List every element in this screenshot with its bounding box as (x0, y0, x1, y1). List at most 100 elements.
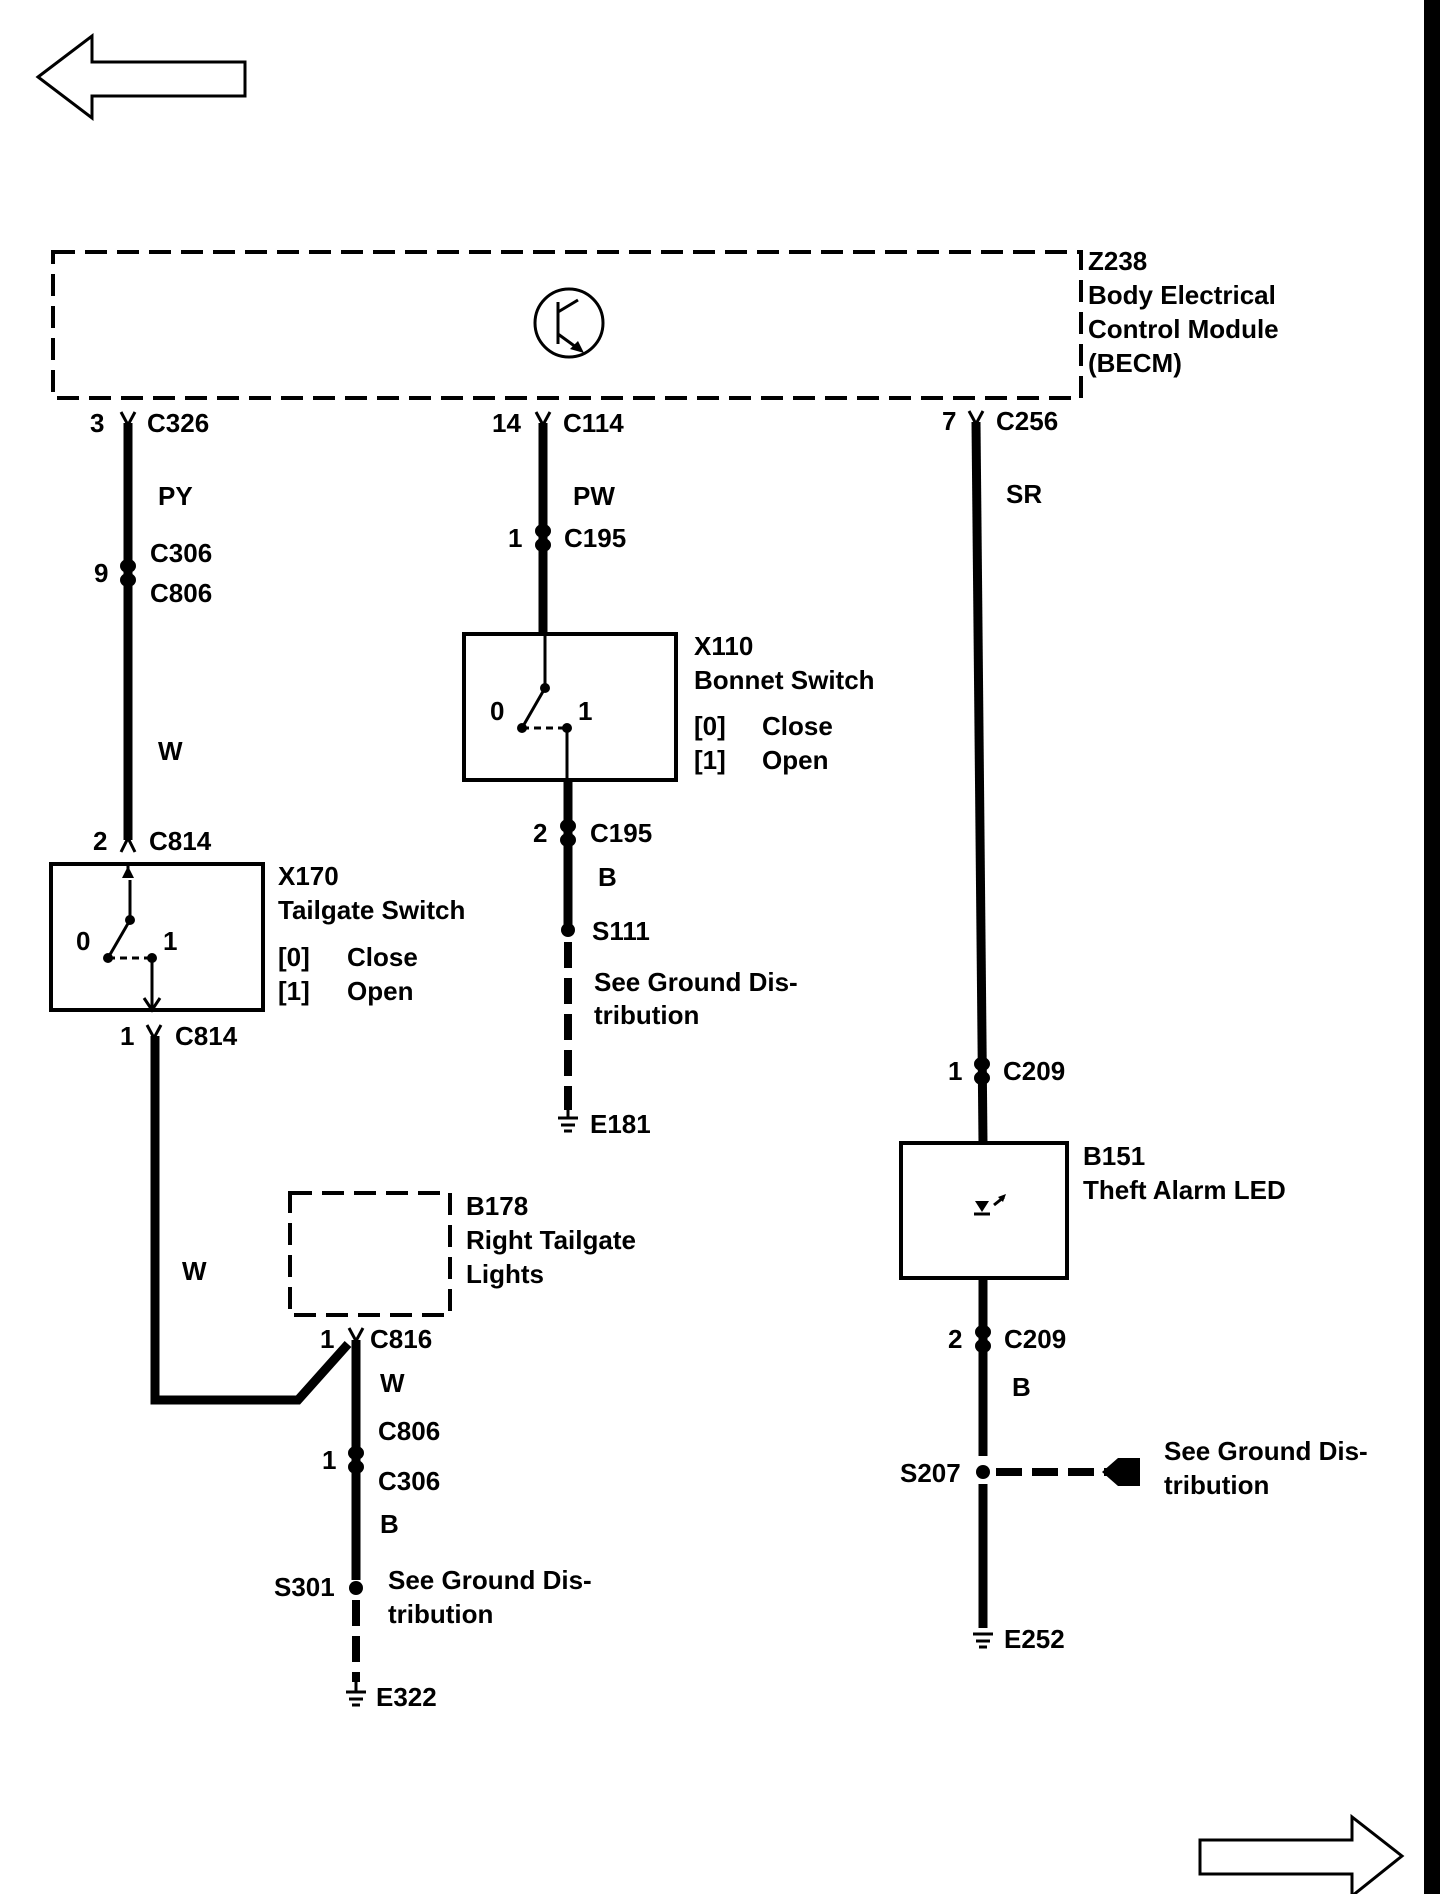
switch-icon (517, 636, 572, 778)
connector-label: C816 (370, 1324, 432, 1354)
wire-color-label: W (182, 1256, 207, 1286)
inline-connector-c306-c806 (120, 559, 136, 587)
connector-label: C814 (149, 826, 212, 856)
pin-label: 2 (93, 826, 107, 856)
splice-label: S111 (592, 916, 650, 946)
ground-note-line2: tribution (1164, 1470, 1269, 1500)
becm-name-line1: Body Electrical (1088, 280, 1276, 310)
pin-label: 2 (533, 818, 547, 848)
connector-label: C114 (563, 408, 624, 438)
switch-position-label: 1 (163, 926, 177, 956)
splice-dot (561, 923, 575, 937)
connector-label: C195 (564, 523, 626, 553)
ground-note-line1: See Ground Dis- (388, 1565, 592, 1595)
tailgate-lights-id: B178 (466, 1191, 528, 1221)
wire-color-label: W (380, 1368, 405, 1398)
pin-label: 1 (120, 1021, 134, 1051)
pin-label: 7 (942, 406, 956, 436)
state-code: [1] (694, 745, 726, 775)
ground-note-line2: tribution (388, 1599, 493, 1629)
ground-note-line2: tribution (594, 1000, 699, 1030)
connector-label: C806 (378, 1416, 440, 1446)
pin-label: 14 (492, 408, 521, 438)
becm-name-line2: Control Module (1088, 314, 1279, 344)
ground-label: E252 (1004, 1624, 1065, 1654)
wire-color-label: SR (1006, 479, 1042, 509)
ground-label: E322 (376, 1682, 437, 1712)
inline-connector-c195 (535, 524, 551, 552)
state-label: Close (762, 711, 833, 741)
connector-label: C209 (1004, 1324, 1066, 1354)
ground-symbol-icon (346, 1682, 366, 1707)
state-code: [1] (278, 976, 310, 1006)
wire-color-label: PW (573, 481, 615, 511)
splice-dot (976, 1465, 990, 1479)
led-icon (974, 1194, 1006, 1216)
theft-led-box (899, 1141, 1069, 1280)
inline-connector-c195-out (560, 819, 576, 847)
pin-label: 1 (508, 523, 522, 553)
state-code: [0] (694, 711, 726, 741)
inline-connector-c806-c306 (348, 1446, 364, 1474)
pin-label: 1 (320, 1324, 334, 1354)
connector-label: C306 (150, 538, 212, 568)
connector-label: C326 (147, 408, 209, 438)
switch-position-label: 0 (76, 926, 90, 956)
pin-label: 1 (322, 1445, 336, 1475)
page-edge-bar (1424, 0, 1440, 1894)
state-label: Open (347, 976, 413, 1006)
ground-symbol-icon (558, 1108, 578, 1133)
connector-label: C209 (1003, 1056, 1065, 1086)
splice-label: S207 (900, 1458, 961, 1488)
connector-label: C306 (378, 1466, 440, 1496)
wire-color-label: B (1012, 1372, 1031, 1402)
theft-led-name: Theft Alarm LED (1083, 1175, 1286, 1205)
connector-c816 (347, 1327, 365, 1345)
switch-position-label: 1 (578, 696, 592, 726)
ground-note-line1: See Ground Dis- (594, 967, 798, 997)
wire-color-label: B (598, 862, 617, 892)
splice-dot (349, 1581, 363, 1595)
wire-color-label: PY (158, 481, 193, 511)
theft-led-id: B151 (1083, 1141, 1145, 1171)
pin-label: 2 (948, 1324, 962, 1354)
connector-label: C814 (175, 1021, 238, 1051)
tailgate-switch-id: X170 (278, 861, 339, 891)
bonnet-switch-id: X110 (694, 631, 753, 661)
tailgate-lights-box (288, 1191, 452, 1317)
transistor-icon (533, 287, 605, 359)
becm-module-box (51, 250, 1083, 400)
connector-label: C806 (150, 578, 212, 608)
becm-name-line3: (BECM) (1088, 348, 1182, 378)
switch-icon (103, 866, 162, 1013)
state-label: Close (347, 942, 418, 972)
state-label: Open (762, 745, 828, 775)
right-arrow-icon[interactable] (1198, 1813, 1405, 1894)
ground-label: E181 (590, 1109, 651, 1139)
ground-symbol-icon (973, 1632, 993, 1649)
pin-label: 1 (948, 1056, 962, 1086)
wire-color-label: B (380, 1509, 399, 1539)
connector-label: C195 (590, 818, 652, 848)
inline-connector-c209-out (975, 1325, 991, 1353)
splice-label: S301 (274, 1572, 335, 1602)
wire-sr (971, 421, 988, 1144)
wire-w-to-lights (150, 1036, 352, 1405)
tailgate-switch-box (49, 862, 265, 1012)
inline-connector-c209-in (974, 1057, 990, 1085)
wire-color-label: W (158, 736, 183, 766)
connector-label: C256 (996, 406, 1058, 436)
pin-label: 9 (94, 558, 108, 588)
bonnet-switch-name: Bonnet Switch (694, 665, 875, 695)
ground-note-line1: See Ground Dis- (1164, 1436, 1368, 1466)
switch-position-label: 0 (490, 696, 504, 726)
ground-dist-pointer-icon (1102, 1458, 1140, 1486)
becm-id: Z238 (1088, 246, 1147, 276)
left-arrow-icon[interactable] (35, 32, 247, 122)
pin-label: 3 (90, 408, 104, 438)
tailgate-lights-name-line2: Lights (466, 1259, 544, 1289)
tailgate-switch-name: Tailgate Switch (278, 895, 465, 925)
tailgate-lights-name-line1: Right Tailgate (466, 1225, 636, 1255)
state-code: [0] (278, 942, 310, 972)
